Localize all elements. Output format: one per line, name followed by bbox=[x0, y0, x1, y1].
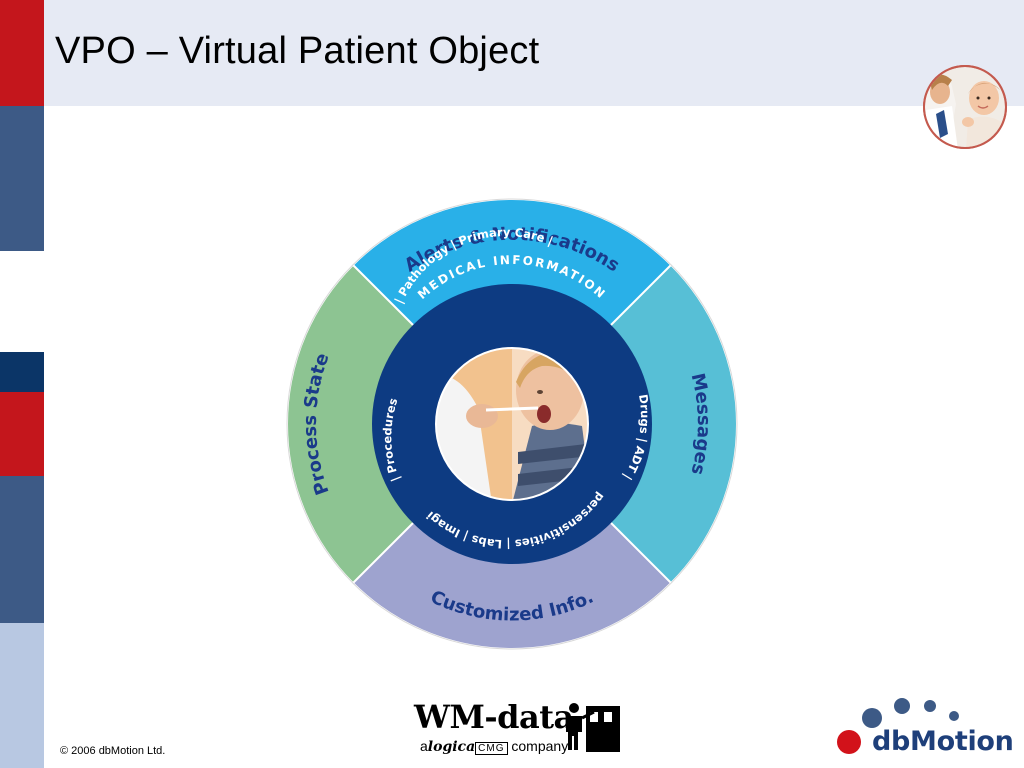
left-bar-red-mid bbox=[0, 392, 44, 476]
slide-title: VPO – Virtual Patient Object bbox=[55, 30, 540, 72]
tagline-cmg: CMG bbox=[475, 742, 508, 755]
vpo-ring-diagram: Alerts & Notifications Customized Info. … bbox=[282, 194, 738, 650]
left-bar-light-blue bbox=[0, 623, 44, 768]
outer-ring-border bbox=[286, 198, 738, 650]
tagline-prefix: a bbox=[420, 738, 428, 754]
sep-3: | bbox=[546, 234, 555, 249]
left-bar-blue-2 bbox=[0, 476, 44, 623]
left-bar-blue-1 bbox=[0, 106, 44, 251]
dbmotion-dots-icon bbox=[837, 698, 959, 754]
wm-data-wordmark: WM-data bbox=[414, 698, 574, 736]
label-inner-left: | Procedures bbox=[380, 396, 402, 484]
tagline-logica: logica bbox=[427, 739, 476, 755]
left-accent-bar bbox=[0, 0, 44, 768]
left-bar-navy bbox=[0, 352, 44, 392]
left-bar-white bbox=[0, 251, 44, 352]
tagline-suffix: company bbox=[511, 738, 569, 754]
sep-6: | bbox=[506, 537, 510, 551]
sep-1: | bbox=[391, 296, 405, 306]
sep-8: | bbox=[388, 475, 403, 484]
sep-5: | bbox=[621, 472, 635, 483]
sep-7: | bbox=[461, 529, 470, 544]
dbmotion-logo: dbMotion bbox=[832, 694, 1018, 764]
copyright-text: © 2006 dbMotion Ltd. bbox=[60, 745, 166, 757]
item-procedures: Procedures bbox=[380, 396, 400, 475]
left-bar-red-top bbox=[0, 0, 44, 106]
sep-2: | bbox=[448, 237, 458, 251]
sep-4: | bbox=[635, 437, 650, 444]
item-drugs: Drugs bbox=[636, 393, 652, 434]
nurse-baby-photo bbox=[923, 65, 1007, 149]
header-band bbox=[44, 0, 1024, 106]
wm-figure-icon bbox=[566, 703, 620, 752]
center-photo-border bbox=[435, 347, 589, 501]
dbmotion-wordmark: dbMotion bbox=[872, 726, 1014, 757]
